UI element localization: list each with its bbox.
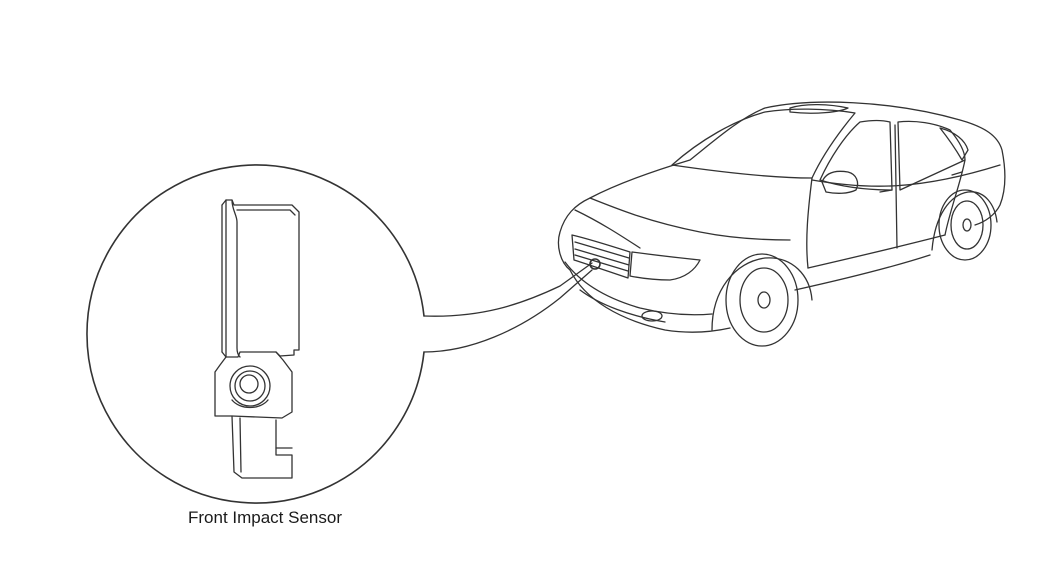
- sensor-body: [225, 199, 300, 358]
- car-body-outline: [557, 101, 1006, 333]
- sensor-top-edge: [236, 209, 296, 216]
- leader-line-upper: [423, 262, 593, 317]
- car-headlight: [629, 251, 701, 281]
- car-windshield: [671, 108, 856, 179]
- mount-bolt-shadow: [231, 399, 269, 409]
- diagram-caption: Front Impact Sensor: [187, 508, 342, 527]
- mount-bolt-hole-inner: [239, 374, 259, 394]
- car-front-rim: [739, 267, 789, 333]
- car-grille-slat-1: [574, 241, 630, 259]
- sensor-flange: [231, 199, 241, 358]
- car-rear-rim: [950, 200, 984, 250]
- car-quarter-window: [939, 127, 969, 161]
- car-grille-slat-3: [574, 254, 629, 272]
- detail-magnifier-circle: [86, 164, 425, 504]
- car-rear-window: [897, 120, 966, 191]
- mount-bolt-hole-outer: [229, 365, 271, 407]
- car-rear-door-handle: [951, 171, 963, 176]
- callout-leader-lines: [423, 262, 593, 353]
- car-front-hub: [757, 291, 771, 309]
- car-hood-line: [589, 197, 791, 241]
- car-front-door: [806, 177, 813, 269]
- sensor-detail: [214, 199, 300, 479]
- mount-bolt-hole-middle: [234, 370, 266, 402]
- car-front-bumper: [564, 261, 713, 316]
- car-rear-wheel-arch: [931, 191, 998, 251]
- car-front-door-handle: [879, 189, 893, 193]
- car-front-tire: [725, 253, 799, 347]
- car-front-wheel-arch: [711, 257, 813, 331]
- car-bumper-lower: [579, 289, 666, 323]
- sensor-connector: [231, 415, 293, 479]
- car-rear-hub: [962, 218, 972, 232]
- car-fog-light: [641, 310, 663, 322]
- car-door-divider: [894, 124, 898, 249]
- car-sill-line: [807, 234, 946, 269]
- car-side-mirror: [821, 170, 859, 194]
- leader-line-lower: [423, 269, 593, 353]
- car-hood-crease: [574, 209, 641, 249]
- sensor-flange-bottom: [221, 351, 227, 358]
- car-grille-slat-2: [574, 248, 630, 266]
- sensor-flange-top: [221, 199, 227, 206]
- car-front-window: [819, 119, 893, 191]
- car-grille: [571, 234, 631, 279]
- sensor-location-marker: [589, 258, 601, 270]
- connector-edge: [239, 417, 242, 473]
- car-sunroof: [789, 103, 849, 114]
- car-rear-tire: [938, 189, 992, 261]
- car-beltline: [811, 164, 1001, 187]
- car-rocker-line: [794, 254, 931, 291]
- car-illustration: [557, 101, 1006, 347]
- sensor-mount-bracket: [214, 351, 293, 419]
